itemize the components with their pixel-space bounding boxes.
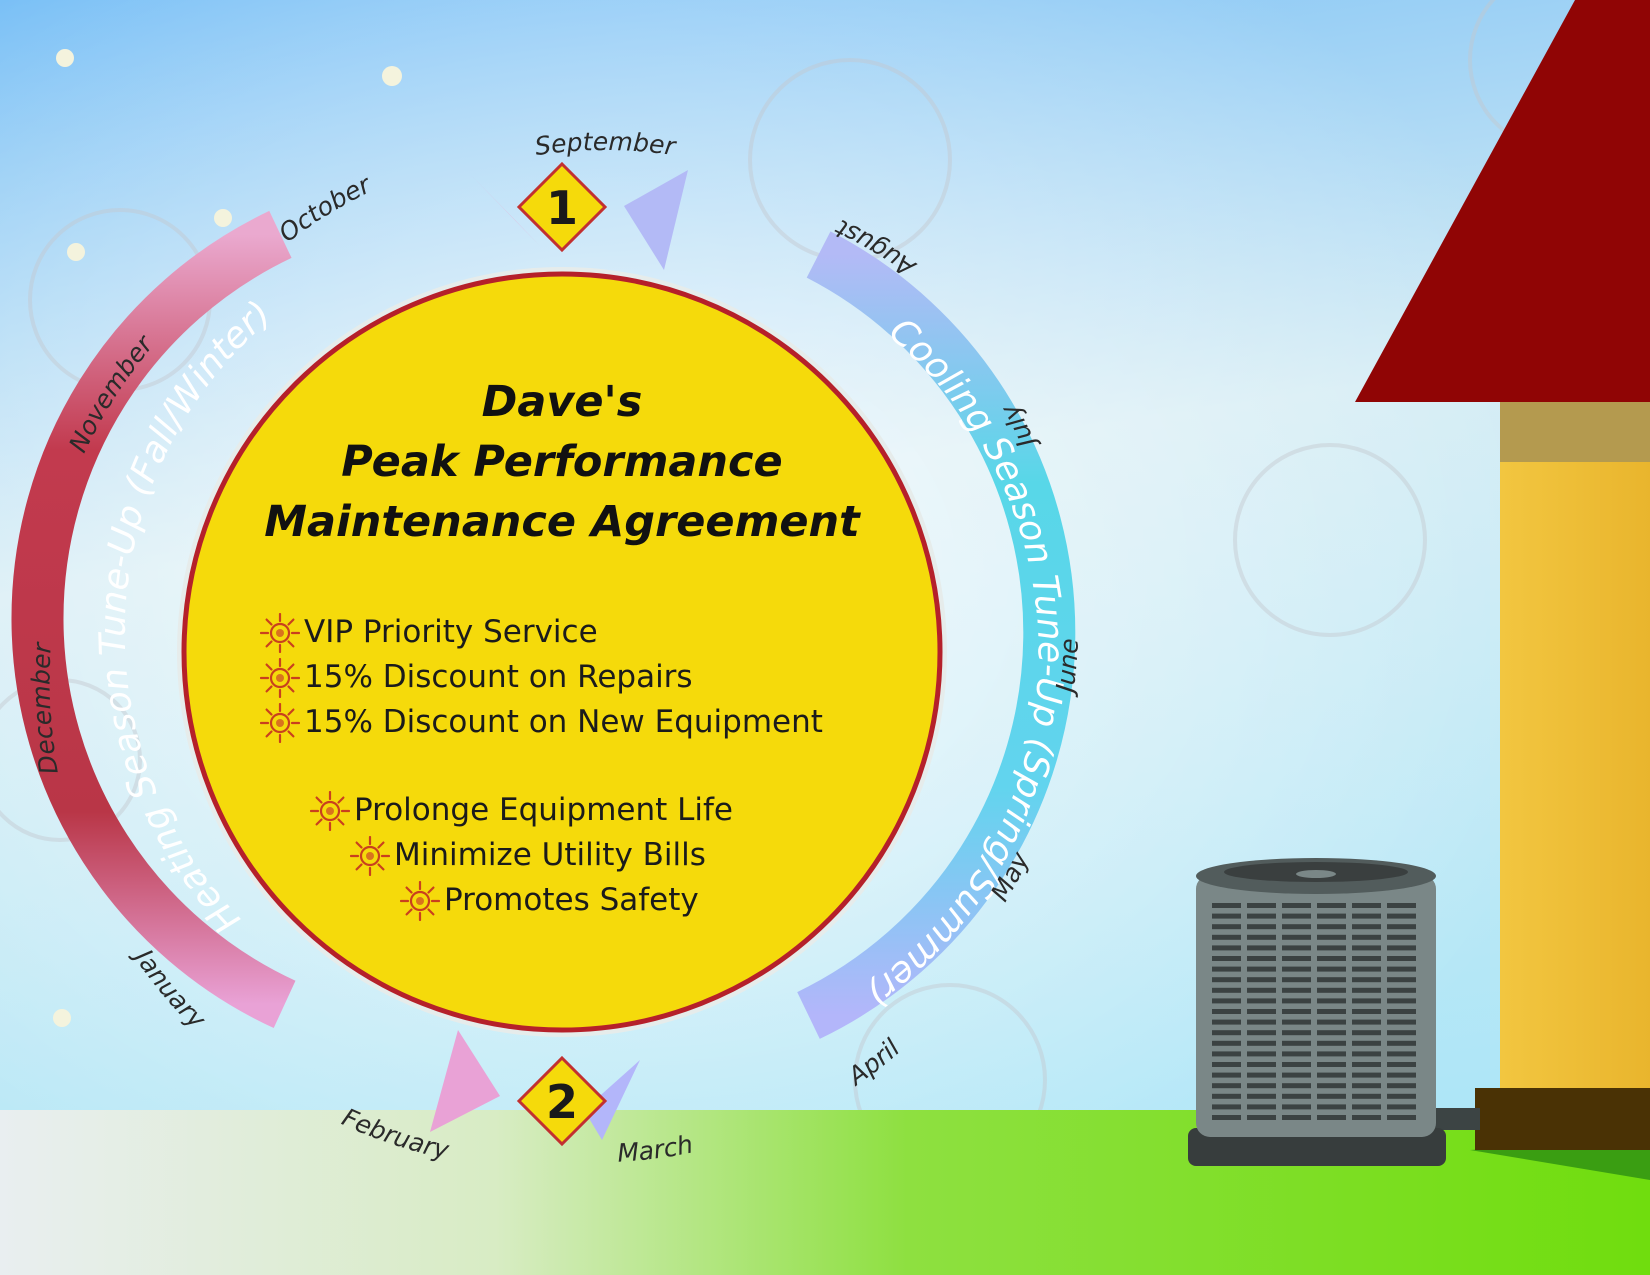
sun-bullet-icon bbox=[350, 835, 390, 876]
agreement-circle bbox=[181, 271, 943, 1033]
benefit-secondary-1: Prolonge Equipment Life bbox=[310, 788, 733, 833]
title-line-2: Peak Performance bbox=[341, 437, 783, 487]
heating-arrow-top bbox=[470, 174, 540, 246]
sun-bullet-icon bbox=[260, 612, 300, 653]
cooling-arrow-bottom bbox=[584, 1060, 640, 1140]
benefit-secondary-2: Minimize Utility Bills bbox=[350, 833, 706, 878]
month-june: June bbox=[1050, 638, 1084, 699]
title-line-3: Maintenance Agreement bbox=[264, 497, 860, 547]
heating-arrow-head bbox=[430, 1030, 500, 1132]
benefit-item: 15% Discount on New Equipment bbox=[260, 700, 823, 745]
sun-bullet-icon bbox=[310, 790, 350, 831]
benefit-item: VIP Priority Service bbox=[260, 610, 823, 655]
benefit-text: Promotes Safety bbox=[444, 882, 699, 918]
benefit-item: Prolonge Equipment Life bbox=[310, 788, 733, 833]
snow-dots bbox=[53, 49, 402, 1027]
ac-unit bbox=[1188, 858, 1480, 1166]
ac-grille bbox=[1212, 903, 1416, 1120]
badge-1: 1 bbox=[516, 161, 608, 253]
benefits-primary: VIP Priority Service 15% Discount on Rep… bbox=[260, 610, 823, 745]
benefit-text: VIP Priority Service bbox=[304, 614, 598, 650]
benefit-item: 15% Discount on Repairs bbox=[260, 655, 823, 700]
benefit-item: Minimize Utility Bills bbox=[350, 833, 706, 878]
benefit-text: Prolonge Equipment Life bbox=[354, 792, 734, 828]
house-wall bbox=[1500, 400, 1650, 1090]
sun-bullet-icon bbox=[400, 880, 440, 921]
benefit-text: 15% Discount on Repairs bbox=[304, 659, 693, 695]
benefit-item: Promotes Safety bbox=[400, 878, 699, 923]
badge-2: 2 bbox=[516, 1055, 608, 1147]
benefit-text: 15% Discount on New Equipment bbox=[304, 704, 823, 740]
benefit-secondary-3: Promotes Safety bbox=[400, 878, 699, 923]
badge-2-number: 2 bbox=[546, 1075, 578, 1129]
agreement-content: Dave's Peak Performance Maintenance Agre… bbox=[182, 272, 942, 1032]
cooling-arrow-head bbox=[624, 170, 688, 270]
cooling-arrow-band bbox=[797, 231, 1076, 1039]
badge-1-number: 1 bbox=[546, 181, 578, 235]
title-line-1: Dave's bbox=[481, 377, 643, 427]
heating-arrow-band bbox=[11, 210, 296, 1029]
house-foundation-pipe bbox=[1475, 1088, 1650, 1150]
sun-bullet-icon bbox=[260, 702, 300, 743]
roof-shadow bbox=[1500, 400, 1650, 462]
month-september: September bbox=[533, 127, 679, 161]
sun-bullet-icon bbox=[260, 657, 300, 698]
benefit-text: Minimize Utility Bills bbox=[394, 837, 706, 873]
house-roof bbox=[1355, 0, 1650, 402]
